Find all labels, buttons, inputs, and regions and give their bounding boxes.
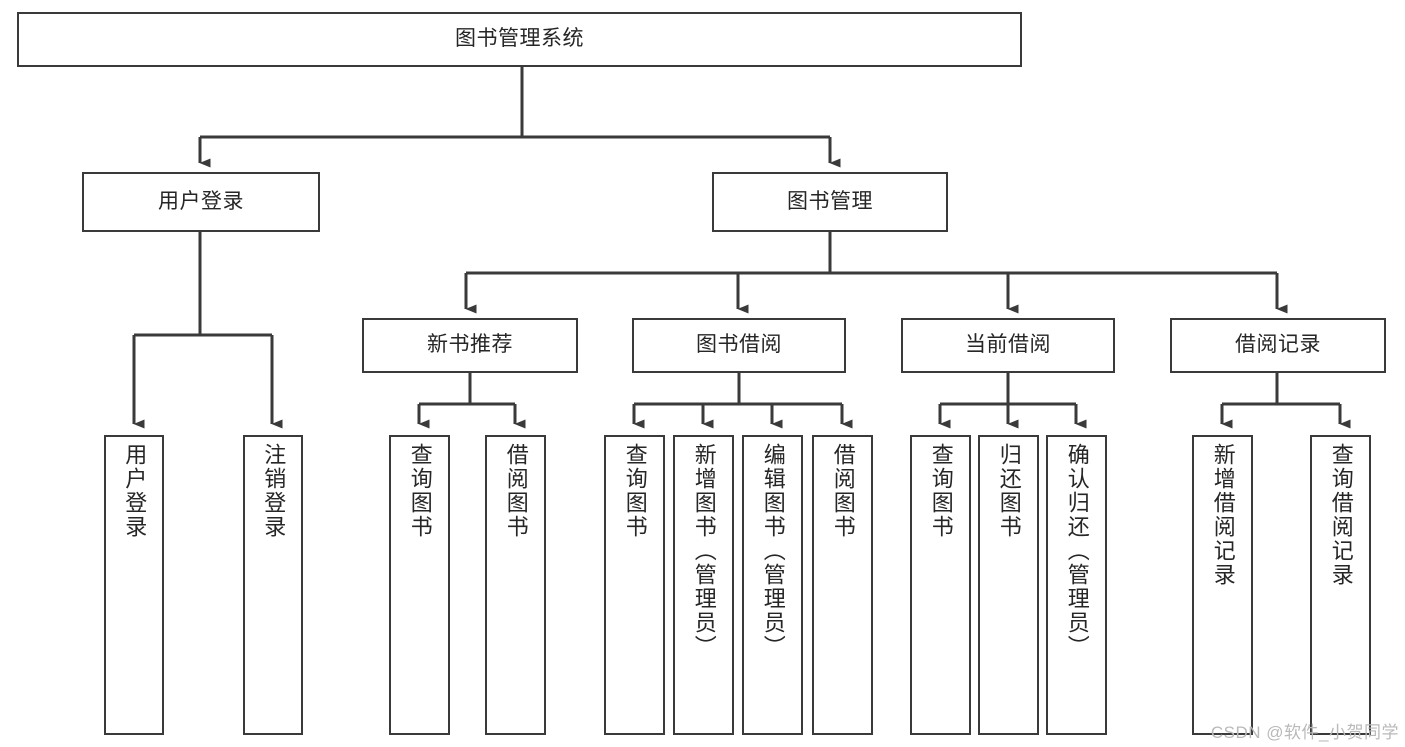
leaf-user-login-signin[interactable]: 用户登录: [104, 435, 164, 735]
node-label: 借阅记录: [1235, 333, 1321, 357]
leaf-borrow-record-add[interactable]: 新增借阅记录: [1192, 435, 1253, 735]
node-label: 新增图书（管理员）: [691, 443, 717, 659]
node-label: 图书借阅: [696, 333, 782, 357]
node-label: 查询图书: [407, 443, 433, 539]
node-label: 归还图书: [996, 443, 1022, 539]
node-root-system[interactable]: 图书管理系统: [17, 12, 1022, 67]
node-label: 图书管理: [787, 189, 873, 213]
leaf-user-login-signout[interactable]: 注销登录: [243, 435, 303, 735]
leaf-book-borrow-query[interactable]: 查询图书: [604, 435, 665, 735]
node-new-book-recommend[interactable]: 新书推荐: [362, 318, 578, 373]
node-borrow-record[interactable]: 借阅记录: [1170, 318, 1386, 373]
leaf-book-borrow-edit[interactable]: 编辑图书（管理员）: [742, 435, 803, 735]
node-label: 新增借阅记录: [1210, 443, 1236, 587]
node-label: 查询借阅记录: [1328, 443, 1354, 587]
node-label: 用户登录: [158, 189, 244, 213]
node-label: 新书推荐: [427, 333, 513, 357]
node-user-login[interactable]: 用户登录: [82, 172, 320, 232]
leaf-new-book-borrow[interactable]: 借阅图书: [485, 435, 546, 735]
leaf-current-borrow-confirm-return[interactable]: 确认归还（管理员）: [1046, 435, 1107, 735]
node-label: 注销登录: [261, 443, 287, 539]
node-current-borrow[interactable]: 当前借阅: [901, 318, 1115, 373]
node-label: 当前借阅: [965, 333, 1051, 357]
node-label: 图书管理系统: [455, 27, 584, 51]
node-book-management[interactable]: 图书管理: [712, 172, 948, 232]
node-label: 借阅图书: [830, 443, 856, 539]
node-label: 确认归还（管理员）: [1064, 443, 1090, 659]
leaf-book-borrow-borrow[interactable]: 借阅图书: [812, 435, 873, 735]
node-label: 借阅图书: [503, 443, 529, 539]
leaf-borrow-record-query[interactable]: 查询借阅记录: [1310, 435, 1371, 735]
node-label: 查询图书: [622, 443, 648, 539]
leaf-book-borrow-add[interactable]: 新增图书（管理员）: [673, 435, 734, 735]
leaf-new-book-query[interactable]: 查询图书: [389, 435, 450, 735]
node-label: 用户登录: [122, 443, 148, 539]
node-book-borrow[interactable]: 图书借阅: [632, 318, 846, 373]
node-label: 查询图书: [928, 443, 954, 539]
node-label: 编辑图书（管理员）: [760, 443, 786, 659]
leaf-current-borrow-query[interactable]: 查询图书: [910, 435, 971, 735]
leaf-current-borrow-return[interactable]: 归还图书: [978, 435, 1039, 735]
